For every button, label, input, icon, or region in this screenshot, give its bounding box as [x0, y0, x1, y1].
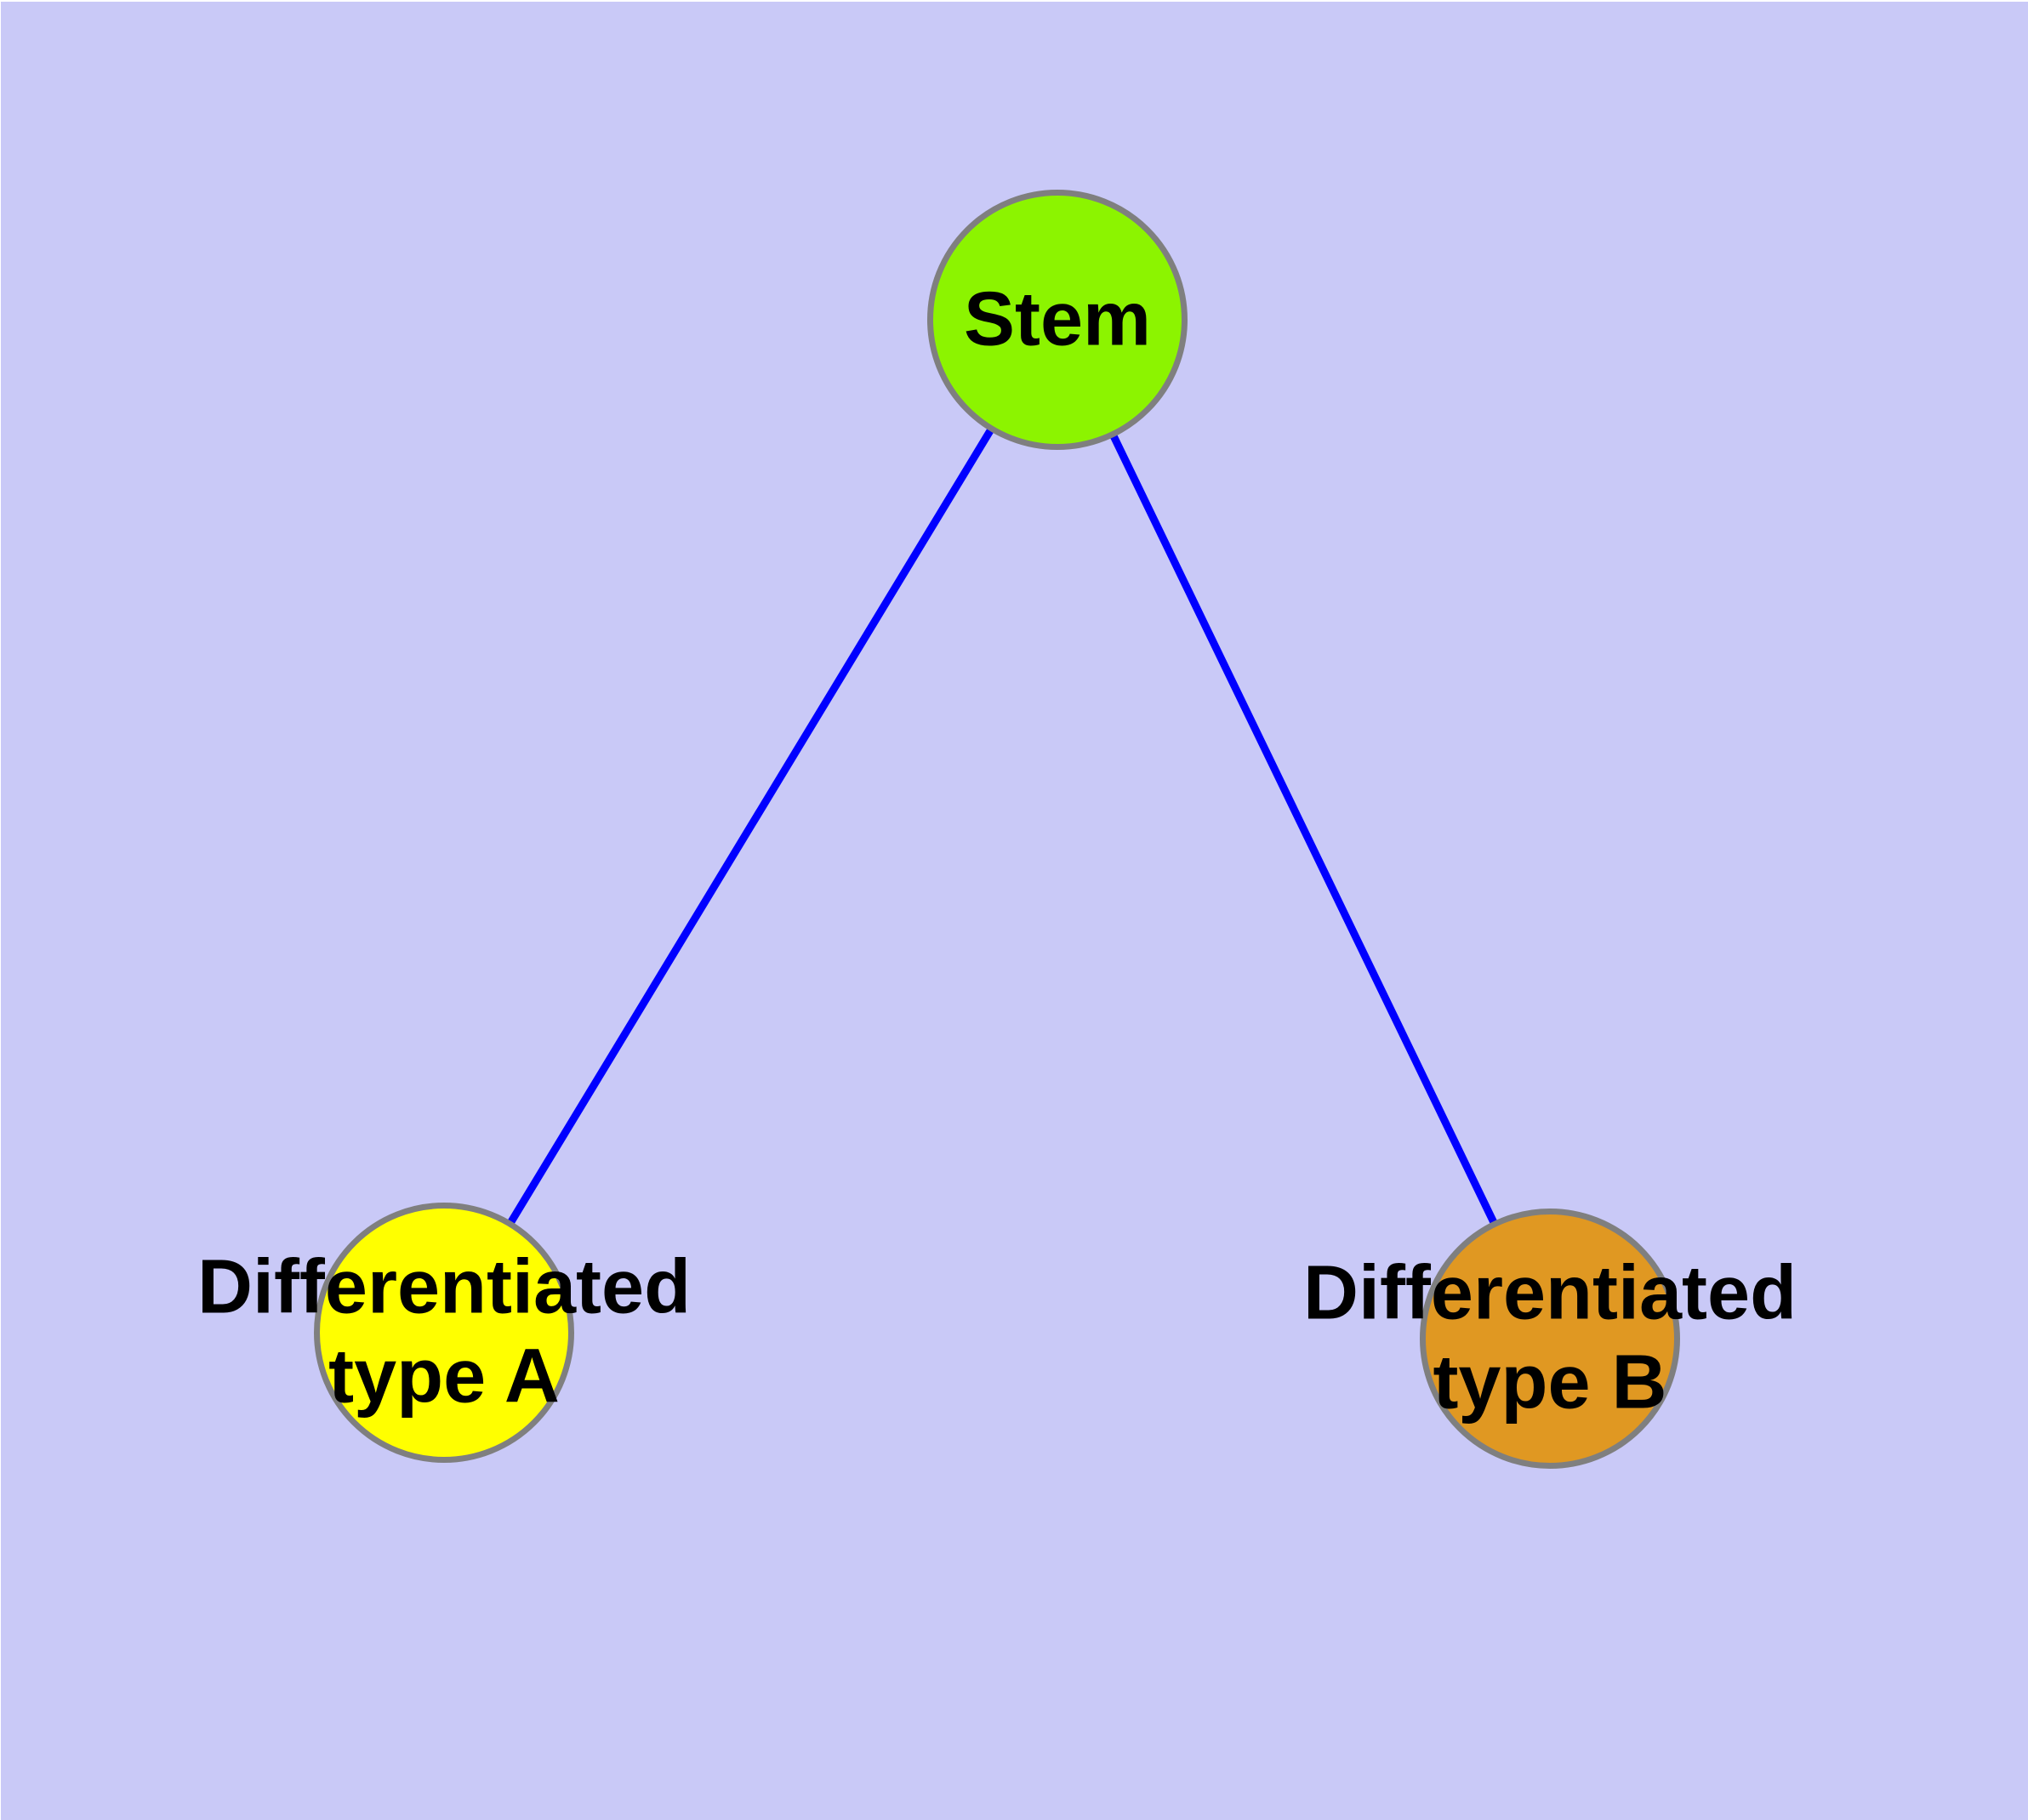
edge-stem-to-type-b [1053, 318, 1554, 1340]
differentiated-type-a-circle [314, 1203, 574, 1463]
edge-stem-to-type-a [441, 317, 1061, 1335]
stem-label: Stem [963, 276, 1152, 362]
differentiated-type-a-label: Differentiated type A [197, 1244, 692, 1419]
differentiated-type-b-circle [1420, 1209, 1680, 1469]
stem-circle [927, 190, 1188, 450]
differentiated-type-b-label: Differentiated type B [1302, 1250, 1797, 1425]
